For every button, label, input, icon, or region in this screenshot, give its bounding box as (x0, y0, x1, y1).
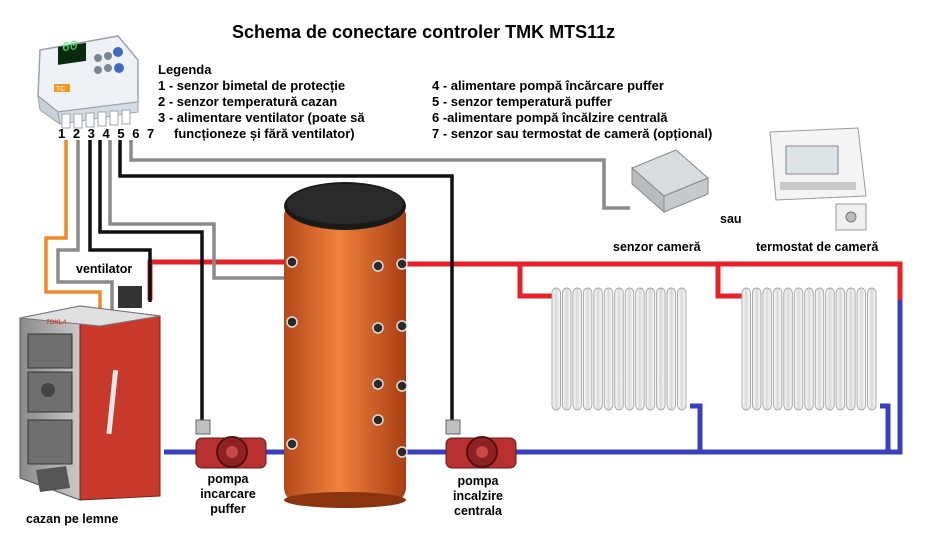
svg-text:TOKLA: TOKLA (46, 320, 67, 326)
svg-text:60: 60 (62, 38, 78, 55)
wire-2-gray (56, 140, 114, 312)
room-sensor-label: senzor cameră (613, 240, 701, 254)
radiator-column (772, 287, 783, 411)
legend-item: 5 - senzor temperatură puffer (432, 94, 612, 109)
radiator-column (614, 287, 624, 411)
radiator-column (603, 287, 614, 411)
ventilator-fan (118, 286, 142, 308)
radiator-column (741, 287, 751, 411)
wire-4-black (98, 140, 204, 430)
radiator-1 (551, 287, 687, 411)
radiator-column (783, 287, 793, 411)
legend-item: 4 - alimentare pompă încărcare puffer (432, 78, 664, 93)
radiator-column (656, 287, 666, 411)
legend-heading: Legenda (158, 62, 212, 77)
radiator-column (867, 287, 877, 411)
radiator-column (856, 287, 867, 411)
legend-item: 6 -alimentare pompă încălzire centrală (432, 110, 668, 125)
pump-central-heating (445, 419, 517, 469)
legend-item: 1 - senzor bimetal de protecție (158, 78, 346, 93)
radiator-column (677, 287, 687, 411)
svg-text:TC: TC (56, 86, 65, 93)
radiator-column (804, 287, 814, 411)
wire-1-orange (44, 140, 102, 312)
radiator-column (635, 287, 645, 411)
radiator-column (762, 287, 772, 411)
radiator-column (561, 287, 572, 411)
radiator-column (846, 287, 856, 411)
legend-item: 2 - senzor temperatură cazan (158, 94, 338, 109)
room-sensor (631, 149, 709, 214)
page-title: Schema de conectare controler TMK MTS11z (232, 22, 616, 42)
legend-item: 3 - alimentare ventilator (poate să (158, 110, 365, 125)
room-thermostat (769, 127, 867, 231)
radiator-column (582, 287, 593, 411)
boiler-wood: TOKLA (19, 286, 161, 501)
wires (44, 140, 630, 430)
wire-6-black (118, 140, 454, 430)
wire-3-black (88, 140, 152, 302)
radiator-column (825, 287, 835, 411)
radiator-column (793, 287, 804, 411)
radiator-column (624, 287, 635, 411)
tc-badge (54, 84, 70, 92)
controller-tmk-mts11z: 60 TC (37, 35, 139, 129)
controller-display (58, 42, 86, 65)
ventilator-label: ventilator (76, 262, 133, 276)
radiator-2 (741, 287, 877, 411)
radiator-column (593, 287, 603, 411)
radiator-column (835, 287, 846, 411)
radiator-column (814, 287, 825, 411)
wire-5-gray (108, 140, 330, 280)
pump-charge-puffer (195, 419, 267, 469)
radiator-column (645, 287, 656, 411)
or-label: sau (720, 212, 742, 226)
radiator-column (572, 287, 582, 411)
room-thermostat-label: termostat de cameră (756, 240, 879, 254)
radiator-column (551, 287, 561, 411)
wire-7-gray (129, 140, 630, 210)
radiator-column (666, 287, 677, 411)
puffer-tank (284, 182, 408, 508)
legend-item: 7 - senzor sau termostat de cameră (opți… (432, 126, 713, 141)
radiator-column (751, 287, 762, 411)
legend-item: funcționeze și fără ventilator) (174, 126, 355, 141)
boiler-label: cazan pe lemne (26, 512, 119, 526)
terminal-numbers: 1 2 3 4 5 6 7 (58, 126, 157, 141)
